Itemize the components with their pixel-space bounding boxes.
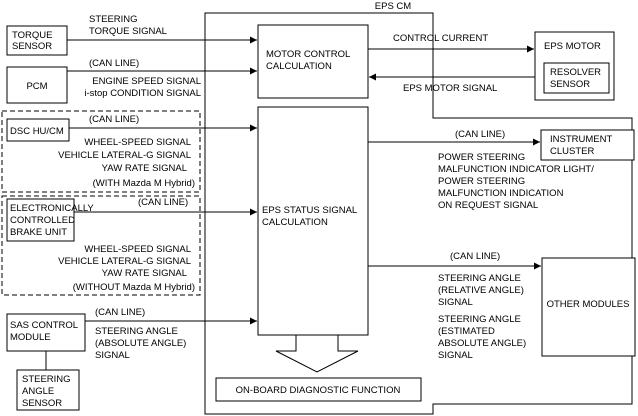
steering-angle-sensor-line-3: SENSOR [22,398,62,409]
instrument-cluster-line-2: CLUSTER [550,146,594,157]
instrument-cluster-block: INSTRUMENT CLUSTER [540,129,635,161]
sas-module-line-2: MODULE [10,332,51,343]
cluster-signal-line-2: MALFUNCTION INDICATOR LIGHT/ [438,164,594,175]
other-modules-label: OTHER MODULES [547,299,630,310]
cluster-signal-line-1: POWER STEERING [438,152,525,163]
other-estimated-line-3: ABSOLUTE ANGLE) [438,338,526,349]
cluster-signal-line-5: ON REQUEST SIGNAL [438,200,538,211]
torque-sensor-block: TORQUE SENSOR [6,25,68,56]
brake-unit-block: ELECTRONICALLY CONTROLLED BRAKE UNIT [6,198,94,242]
obd-block: ON-BOARD DIAGNOSTIC FUNCTION [215,377,422,402]
dsc-group-dashed [1,110,201,193]
sas-can-label: (CAN LINE) [95,307,145,318]
other-can-label: (CAN LINE) [450,251,500,262]
pcm-signal-line-1: ENGINE SPEED SIGNAL [92,76,201,87]
brake-signal-line-1: WHEEL-SPEED SIGNAL [84,244,191,255]
brake-signal-line-3: YAW RATE SIGNAL [102,268,187,279]
instrument-cluster-line-1: INSTRUMENT [550,134,612,145]
resolver-sensor-box [543,62,610,94]
other-estimated-line-2: (ESTIMATED [438,326,495,337]
eps-motor-label: EPS MOTOR [544,41,601,52]
pcm-can-label: (CAN LINE) [89,58,139,69]
dsc-signal-line-1: WHEEL-SPEED SIGNAL [84,137,191,148]
sas-signal-line-3: SIGNAL [95,350,130,361]
brake-unit-line-1: ELECTRONICALLY [10,203,94,214]
dsc-signal-line-2: VEHICLE LATERAL-G SIGNAL [58,150,191,161]
eps-status-line-2: CALCULATION [262,217,328,228]
obd-hollow-arrow [275,334,359,373]
motor-control-line-2: CALCULATION [266,61,332,72]
eps-cm-title: EPS CM [375,1,412,12]
torque-signal-line-1: STEERING [89,14,138,25]
eps-status-line-1: EPS STATUS SIGNAL [262,205,357,216]
other-relative-line-3: SIGNAL [438,297,473,308]
other-relative-line-2: (RELATIVE ANGLE) [438,285,524,296]
obd-label: ON-BOARD DIAGNOSTIC FUNCTION [236,385,401,396]
eps-cm-frame [204,12,633,415]
brake-signal-line-2: VEHICLE LATERAL-G SIGNAL [58,256,191,267]
steering-angle-sensor-block: STEERING ANGLE SENSOR [16,369,80,411]
other-modules-block: OTHER MODULES [541,257,636,357]
cluster-signal-line-3: POWER STEERING [438,176,525,187]
brake-group-dashed [1,195,201,296]
dsc-label: DSC HU/CM [10,126,64,137]
without-hybrid-note: (WITHOUT Mazda M Hybrid) [73,282,195,293]
sas-module-block: SAS CONTROL MODULE [6,313,86,352]
other-relative-line-1: STEERING ANGLE [438,273,521,284]
eps-motor-signal-label: EPS MOTOR SIGNAL [403,83,497,94]
dsc-signal-line-3: YAW RATE SIGNAL [102,163,187,174]
brake-unit-line-2: CONTROLLED [10,215,75,226]
steering-angle-sensor-line-2: ANGLE [22,386,54,397]
sas-signal-line-1: STEERING ANGLE [95,326,178,337]
eps-status-block: EPS STATUS SIGNAL CALCULATION [257,106,369,336]
sas-module-line-1: SAS CONTROL [10,320,78,331]
eps-motor-block: EPS MOTOR RESOLVER SENSOR [534,31,615,101]
pcm-block: PCM [6,66,68,104]
with-hybrid-note: (WITH Mazda M Hybrid) [93,178,195,189]
sas-signal-line-2: (ABSOLUTE ANGLE) [95,338,186,349]
dsc-can-label: (CAN LINE) [89,114,139,125]
torque-sensor-line-2: SENSOR [12,41,52,52]
brake-unit-line-3: BRAKE UNIT [10,227,67,238]
brake-can-label: (CAN LINE) [138,197,188,208]
pcm-signal-line-2: i-stop CONDITION SIGNAL [84,88,201,99]
steering-angle-sensor-line-1: STEERING [22,374,71,385]
resolver-line-1: RESOLVER [550,67,601,78]
control-current-label: CONTROL CURRENT [393,33,488,44]
motor-control-block: MOTOR CONTROL CALCULATION [257,24,369,99]
dsc-block: DSC HU/CM [6,118,70,142]
motor-control-line-1: MOTOR CONTROL [266,49,350,60]
cluster-signal-line-4: MALFUNCTION INDICATION [438,188,564,199]
torque-sensor-line-1: TORQUE [12,30,52,41]
other-estimated-line-4: SIGNAL [438,350,473,361]
other-estimated-line-1: STEERING ANGLE [438,314,521,325]
torque-signal-line-2: TORQUE SIGNAL [89,26,167,37]
cluster-can-label: (CAN LINE) [455,129,505,140]
pcm-label: PCM [26,81,47,92]
resolver-line-2: SENSOR [550,79,590,90]
